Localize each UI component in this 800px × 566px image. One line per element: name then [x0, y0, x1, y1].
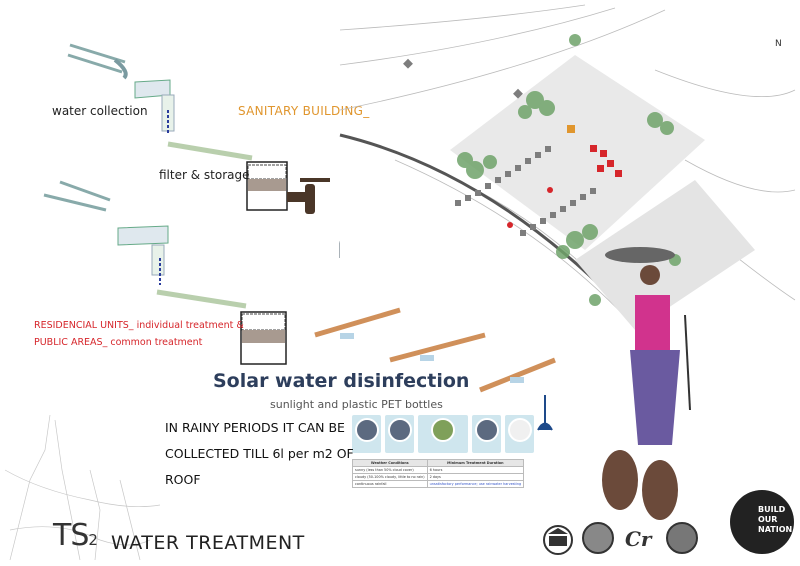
seal-logo	[582, 522, 614, 554]
rainy-period-note: IN RAINY PERIODS IT CAN BE COLLECTED TIL…	[165, 420, 354, 487]
ar-logo: Cr	[625, 527, 653, 551]
woman-carrying-water-illustration	[602, 247, 691, 520]
step-3-icon	[418, 415, 468, 453]
trees	[457, 34, 681, 306]
svg-text:OUR: OUR	[758, 515, 777, 524]
sodis-title: Solar water disinfection	[213, 370, 470, 392]
step-1-icon	[352, 415, 381, 453]
filter-storage-tank-lower	[240, 311, 287, 365]
sheet-code: TS2	[53, 518, 98, 553]
north-label: N	[775, 39, 782, 49]
gutter-system-lower	[43, 180, 247, 309]
sanitary-buildings	[507, 145, 622, 228]
table-row: cloudy (50-100% cloudy, little to no rai…	[352, 473, 525, 481]
table-row: sunny (less than 50% cloud cover)6 hours	[352, 466, 525, 474]
university-seal-logo	[666, 522, 698, 554]
faucet-icon	[287, 178, 330, 214]
public-areas-label: PUBLIC AREAS_ common treatment	[34, 337, 203, 348]
site-boundary	[450, 55, 705, 250]
build-our-nation-logo: BUILD OUR NATION	[730, 490, 794, 554]
residential-units	[403, 58, 596, 236]
washboard-tub-icon	[339, 240, 340, 258]
filter-storage-tank-upper	[246, 161, 288, 211]
step-5-icon	[505, 415, 534, 453]
sodis-bottle-racks	[314, 307, 556, 431]
partner-logos: Cr BUILD OUR NATION	[543, 490, 794, 555]
road	[339, 133, 617, 302]
gutter-system-upper	[67, 43, 253, 161]
university-building-logo	[543, 525, 573, 555]
water-collection-label: water collection	[52, 104, 148, 118]
svg-text:NATION: NATION	[758, 525, 792, 534]
sanitary-building-label: SANITARY BUILDING_	[238, 104, 370, 118]
svg-text:BUILD: BUILD	[758, 505, 786, 514]
page-title: WATER TREATMENT	[111, 532, 305, 554]
regional-map-background	[4, 414, 161, 561]
sodis-subtitle: sunlight and plastic PET bottles	[270, 398, 443, 411]
residential-units-label: RESIDENCIAL UNITS_ individual treatment …	[34, 320, 244, 331]
step-2-icon	[385, 415, 414, 453]
filter-storage-label: filter & storage	[159, 168, 250, 182]
rainwater-harvesting-illustration	[43, 43, 340, 365]
step-4-icon	[472, 415, 501, 453]
